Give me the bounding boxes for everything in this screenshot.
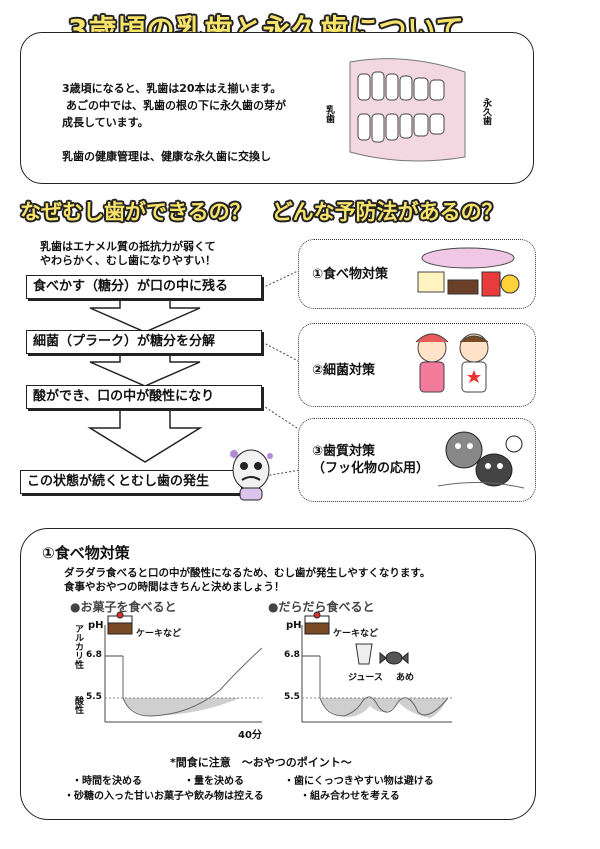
intro-text-1: 3歳頃になると、乳歯は20本はえ揃います。 (62, 82, 282, 95)
bacteria-characters-illustration (432, 424, 528, 496)
chart1-cake-label: ケーキなど (136, 629, 182, 639)
flow-step-2: 細菌（プラーク）が糖分を分解 (26, 330, 262, 354)
chart1-title: ●お菓子を食べると (70, 600, 177, 614)
section2-title: なぜむし歯ができるの？ どんな予防法があるの？ (20, 200, 503, 224)
flow-note-1: 乳歯はエナメル質の抵抗力が弱くて (40, 240, 216, 253)
chart2-acid-area (320, 698, 448, 718)
food-measures-desc-2: 食事やおやつの時間はきちんと決めましょう！ (64, 581, 285, 593)
chart1-alkaline-label: アルカリ性 (73, 624, 83, 669)
chart1-acid-area (123, 698, 240, 716)
food-measures-desc-1: ダラダラ食べると口の中が酸性になるため、むし歯が発生しやすくなります。 (64, 567, 431, 579)
chart2-ph-label: pH (286, 620, 302, 631)
measure-tooth-quality-label: ③歯質対策 (312, 444, 376, 459)
children-brushing-illustration (402, 328, 502, 400)
flow-step-4: この状態が続くとむし歯の発生 (20, 470, 242, 494)
food-illustration (408, 244, 526, 304)
food-measures-title: ①食べ物対策 (42, 544, 130, 562)
flow-step-1: 食べかす（糖分）が口の中に残る (26, 275, 262, 299)
cake-icon-1 (107, 611, 133, 635)
chart1-ph-curve (122, 647, 263, 717)
cavity-character-illustration (226, 446, 276, 502)
chart1-ph-label: pH (88, 620, 104, 631)
flow-arrows (87, 269, 301, 483)
intro-text-3: 成長しています。 (62, 116, 149, 129)
tip-amount: ・量を決める (184, 776, 244, 787)
chart2-juice-label: ジュース (348, 673, 383, 683)
tip-sticky: ・歯にくっつきやすい物は避ける (284, 776, 434, 787)
teeth-illustration (330, 52, 480, 167)
chart2-title: ●だらだら食べると (268, 600, 375, 614)
chart2-value-6.8: 6.8 (284, 650, 300, 660)
chart2-value-5.5: 5.5 (284, 692, 300, 702)
chart1-acid-label: 酸性 (73, 696, 83, 714)
measure-bacteria-box (298, 323, 536, 407)
flow-note-2: やわらかく、むし歯になりやすい！ (40, 254, 216, 267)
intro-text-2: あごの中では、乳歯の根の下に永久歯の芽が (66, 99, 286, 112)
label-baby-teeth: 乳歯 (324, 105, 334, 123)
cake-icon-2 (304, 611, 330, 635)
intro-text-4: 乳歯の健康管理は、健康な永久歯に交換し (62, 150, 271, 163)
measure-bacteria-label: ②細菌対策 (312, 363, 376, 378)
chart1-time-label: 40分 (238, 730, 262, 741)
chart2-ph-curve (319, 656, 449, 717)
measure-food-label: ①食べ物対策 (312, 267, 389, 282)
label-permanent-teeth: 永久歯 (481, 98, 491, 125)
tip-time: ・時間を決める (72, 776, 142, 787)
chart1-value-6.8: 6.8 (86, 650, 102, 660)
candy-icon (379, 651, 409, 665)
measure-fluoride-label: （フッ化物の応用） (312, 461, 430, 476)
tip-combination: ・組み合わせを考える (300, 791, 400, 802)
chart1-value-5.5: 5.5 (86, 692, 102, 702)
juice-icon (355, 643, 373, 665)
chart2-cake-label: ケーキなど (333, 629, 379, 639)
flow-step-3: 酸ができ、口の中が酸性になり (26, 385, 262, 409)
tip-sugar: ・砂糖の入った甘いお菓子や飲み物は控える (64, 791, 264, 802)
food-measures-box (20, 528, 536, 820)
chart2-candy-label: あめ (396, 673, 415, 683)
tips-title: *間食に注意 ～おやつのポイント～ (170, 756, 352, 769)
